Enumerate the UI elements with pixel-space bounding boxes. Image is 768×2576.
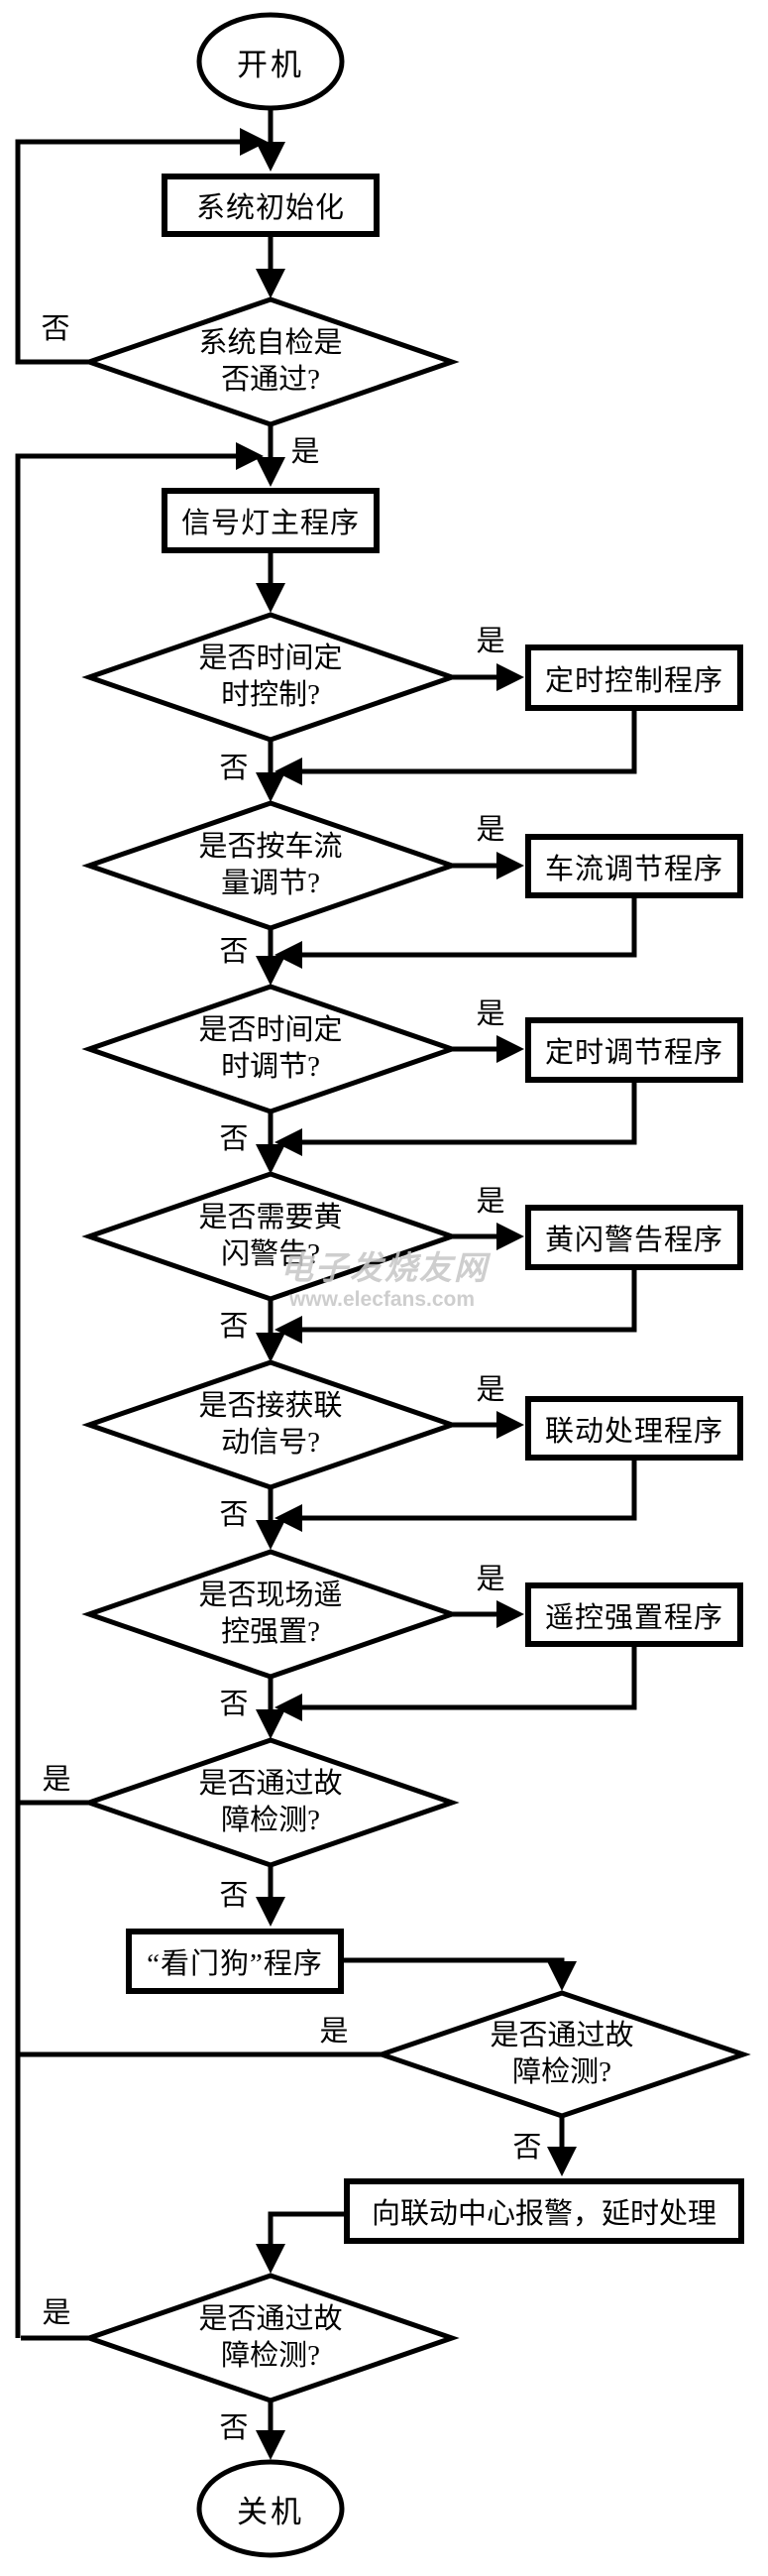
edge-watchdog-qf2 [344,1957,565,1968]
arrow-down [256,1520,285,1550]
terminator-start-shape [196,12,345,111]
label-no-fault-1: 否 [219,1880,249,1912]
arrow-down [547,1961,577,1991]
label-no-fault-2: 否 [512,2132,542,2164]
process-signal-main: 信号灯主程序 [162,488,380,553]
label-no-timer-adjust: 否 [219,1123,249,1155]
decision-fault-1-shape [81,1737,460,1868]
arrow-down [256,457,285,487]
decision-flow-adjust-label: 是否按车流 量调节? [198,831,343,899]
process-timer-adjust: 定时调节程序 [525,1017,743,1083]
decision-flow-adjust-shape [81,800,460,931]
arrow-left [274,1128,302,1156]
arrowheads [236,128,577,2460]
decision-yellow-flash-label: 是否需要黄 闪警告? [198,1202,343,1270]
arrow-right [240,128,268,156]
process-yellow-flash: 黄闪警告程序 [525,1205,743,1270]
process-timer-control: 定时控制程序 [525,644,743,711]
process-linkage: 联动处理程序 [525,1396,743,1461]
arrow-left [274,941,302,969]
decision-fault-2-label: 是否通过故 障检测? [490,2020,634,2088]
terminator-end-shape [196,2459,345,2558]
label-no-fault-3: 否 [219,2412,249,2444]
edge-p1-return [300,711,637,774]
edge-p6-return [300,1647,637,1710]
decision-remote-force-shape [81,1549,460,1680]
decision-timer-control-shape [81,612,460,743]
label-yes-self-check: 是 [290,436,320,468]
label-yes-timer-adjust: 是 [476,998,505,1030]
arrow-left [274,1504,302,1532]
arrow-down [256,2244,285,2274]
edge-p3-return [300,1082,637,1145]
label-yes-remote-force: 是 [476,1564,505,1595]
arrow-right [496,663,524,691]
arrow-down [256,1709,285,1739]
decision-timer-control-label: 是否时间定 时控制? [198,643,343,711]
decision-timer-adjust-label: 是否时间定 时调节? [198,1014,343,1083]
process-alarm-linkage-center: 向联动中心报警，延时处理 [344,2178,744,2244]
label-no-yellow-flash: 否 [219,1311,249,1343]
edge-alarm-qf3 [268,2211,344,2251]
label-no-self-check: 否 [41,313,70,345]
label-yes-fault-2: 是 [319,2016,349,2048]
decision-fault-3-shape [81,2273,460,2403]
label-yes-fault-1: 是 [42,1764,71,1796]
decision-fault-2-shape [374,1990,751,2119]
arrow-down [256,1333,285,1362]
arrow-right [496,1600,524,1628]
arrow-down [256,583,285,613]
edge-p4-return [300,1269,637,1333]
edge-p2-return [300,898,637,958]
arrow-down [547,2147,577,2176]
decision-self-check-shape [81,296,460,427]
decision-linkage-signal-label: 是否接获联 动信号? [198,1390,343,1459]
arrow-down [256,1897,285,1927]
decision-linkage-signal-shape [81,1359,460,1490]
arrow-left [274,758,302,785]
label-no-flow-adjust: 否 [219,936,249,968]
arrow-down [256,269,285,298]
decision-yellow-flash-shape [81,1171,460,1302]
arrow-down [256,142,285,172]
arrow-right [236,442,264,470]
arrow-right [496,1411,524,1439]
label-yes-yellow-flash: 是 [476,1186,505,1218]
label-yes-fault-3: 是 [42,2297,71,2329]
decision-fault-1-label: 是否通过故 障检测? [198,1768,343,1836]
arrow-right [496,1035,524,1063]
label-yes-flow-adjust: 是 [476,814,505,846]
arrow-down [256,772,285,802]
decision-remote-force-label: 是否现场遥 控强置? [198,1580,343,1648]
arrow-left [274,1316,302,1344]
label-yes-linkage-signal: 是 [476,1374,505,1406]
arrow-down [256,956,285,986]
terminator-start-label: 开机 [237,47,304,82]
label-no-linkage-signal: 否 [219,1499,249,1531]
label-yes-timer-control: 是 [476,626,505,657]
label-no-timer-control: 否 [219,753,249,784]
label-no-remote-force: 否 [219,1689,249,1720]
edge-selfcheck-no-loop [15,139,244,365]
process-system-init: 系统初始化 [162,174,380,237]
shapes [81,12,751,2558]
arrow-left [274,1694,302,1721]
decision-fault-3-label: 是否通过故 障检测? [198,2303,343,2372]
edge-left-return-rail [15,453,240,2338]
decision-self-check-label: 系统自检是 否通过? [198,327,343,396]
decision-timer-adjust-shape [81,984,460,1114]
terminator-end-label: 关机 [237,2494,304,2529]
arrow-right [496,1223,524,1250]
arrow-down [256,2430,285,2460]
process-remote-force: 遥控强置程序 [525,1582,743,1647]
edge-p5-return [300,1461,637,1521]
process-watchdog: “看门狗”程序 [126,1929,344,1994]
arrow-right [496,852,524,879]
arrow-down [256,1144,285,1174]
process-flow-adjust: 车流调节程序 [525,834,743,898]
